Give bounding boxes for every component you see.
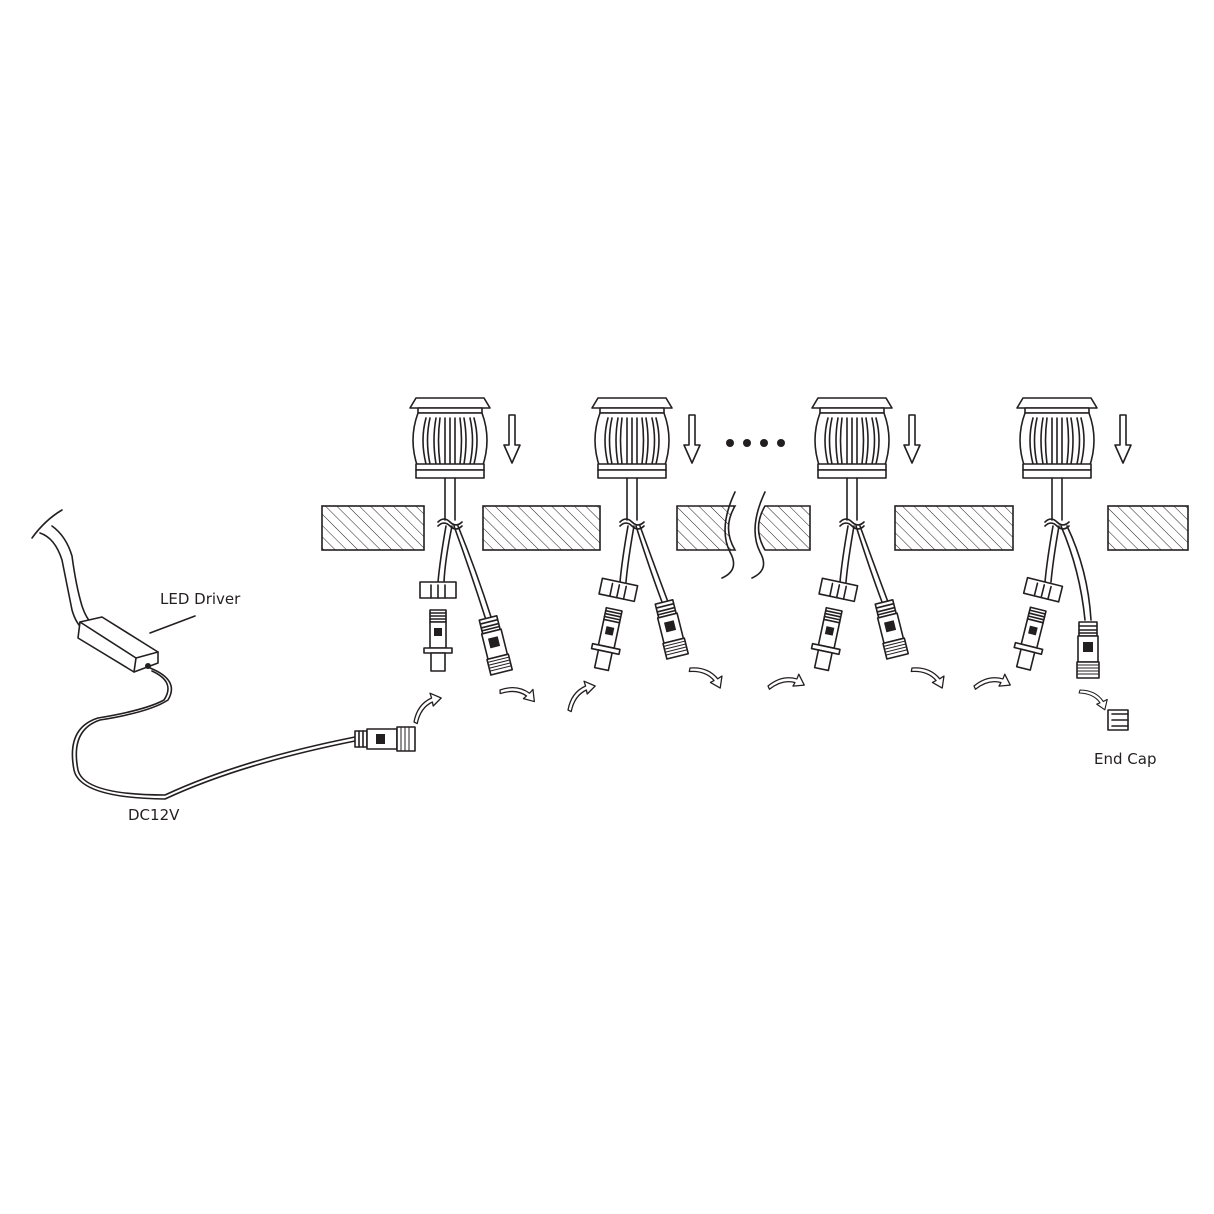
light-fixture-2 <box>567 397 726 713</box>
deck-board <box>321 505 425 551</box>
deck-board <box>894 505 1014 551</box>
light-fixture-1 <box>409 397 540 715</box>
insert-arrow-icon <box>903 414 921 464</box>
continuation-dots <box>726 439 785 447</box>
light-fixture-3 <box>766 397 948 706</box>
insert-arrow-icon <box>1114 414 1132 464</box>
deck-boards <box>321 491 1189 579</box>
voltage-label: DC12V <box>128 806 180 824</box>
deck-board-broken <box>757 505 811 551</box>
leader-line <box>149 615 196 634</box>
deck-board <box>482 505 601 551</box>
end-cap <box>1107 709 1129 731</box>
curved-arrow-icon <box>687 659 726 696</box>
curved-arrow-icon <box>909 659 948 696</box>
dc-plug <box>354 726 416 752</box>
curved-arrow-icon <box>766 663 808 706</box>
break-line <box>751 491 766 579</box>
curved-arrow-icon <box>972 663 1014 706</box>
end-cap-label: End Cap <box>1094 750 1156 768</box>
deck-board <box>1107 505 1189 551</box>
insert-arrow-icon <box>503 414 521 464</box>
curved-arrow-icon <box>497 674 540 715</box>
dc-cable <box>71 667 442 800</box>
curved-arrow-icon <box>567 680 596 713</box>
break-line <box>721 491 736 579</box>
light-fixture-4 <box>972 397 1132 731</box>
curved-arrow-icon <box>1078 685 1110 715</box>
led-driver <box>31 509 196 673</box>
insert-arrow-icon <box>683 414 701 464</box>
curved-arrow-icon <box>413 692 442 725</box>
led-driver-label: LED Driver <box>160 590 241 608</box>
deck-board-broken <box>676 505 737 551</box>
